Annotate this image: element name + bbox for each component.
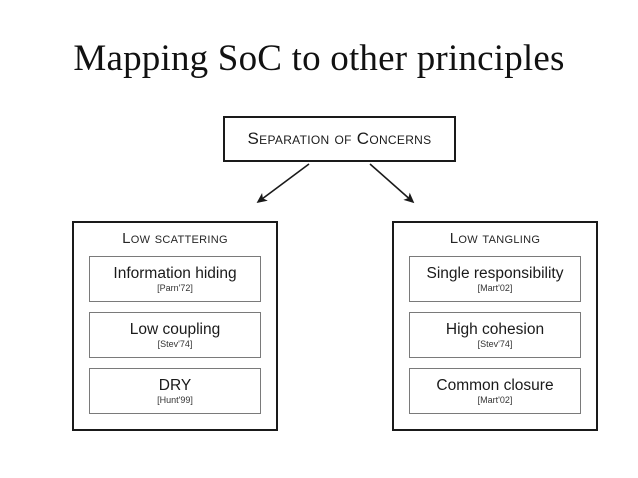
item-citation: [Hunt'99] — [157, 394, 193, 405]
item-high-cohesion[interactable]: High cohesion [Stev'74] — [409, 312, 581, 358]
item-title: Common closure — [436, 376, 554, 394]
item-dry[interactable]: DRY [Hunt'99] — [89, 368, 261, 414]
item-title: High cohesion — [445, 320, 545, 338]
item-citation: [Stev'74] — [477, 338, 513, 349]
page-title: Mapping SoC to other principles — [73, 38, 565, 79]
root-concept-box[interactable]: Separation of Concerns — [223, 116, 456, 162]
item-citation: [Mart'02] — [477, 282, 513, 293]
group-low-tangling: Low tangling Single responsibility [Mart… — [392, 221, 598, 431]
item-title: Single responsibility — [426, 264, 564, 282]
item-title: Low coupling — [129, 320, 221, 338]
item-citation: [Mart'02] — [477, 394, 513, 405]
item-common-closure[interactable]: Common closure [Mart'02] — [409, 368, 581, 414]
item-title: Information hiding — [113, 264, 237, 282]
item-single-responsibility[interactable]: Single responsibility [Mart'02] — [409, 256, 581, 302]
item-citation: [Stev'74] — [157, 338, 193, 349]
item-low-coupling[interactable]: Low coupling [Stev'74] — [89, 312, 261, 358]
arrow-to-low-tangling — [369, 163, 415, 204]
arrow-to-low-scattering — [256, 163, 310, 204]
root-concept-label: Separation of Concerns — [247, 129, 432, 148]
group-header-low-tangling: Low tangling — [449, 230, 541, 247]
group-low-scattering: Low scattering Information hiding [Parn'… — [72, 221, 278, 431]
group-header-low-scattering: Low scattering — [122, 230, 228, 247]
item-title: DRY — [158, 376, 192, 394]
item-citation: [Parn'72] — [157, 282, 193, 293]
item-information-hiding[interactable]: Information hiding [Parn'72] — [89, 256, 261, 302]
item-list-low-tangling: Single responsibility [Mart'02] High coh… — [409, 256, 581, 414]
item-list-low-scattering: Information hiding [Parn'72] Low couplin… — [89, 256, 261, 414]
